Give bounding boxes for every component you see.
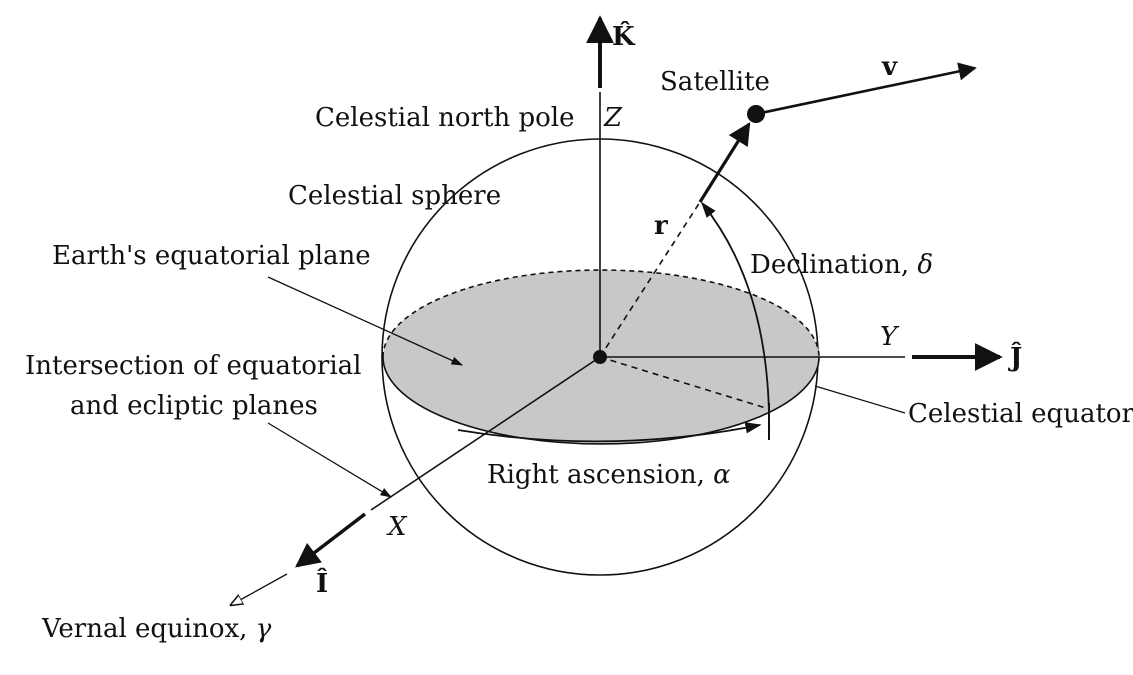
intersection-label-line2: and ecliptic planes xyxy=(70,391,318,421)
i-hat-label: Î xyxy=(316,567,328,599)
equatorial-plane-leader xyxy=(267,276,464,366)
right-ascension-label: Right ascension, α xyxy=(487,460,731,490)
vernal-equinox-label: Vernal equinox, γ xyxy=(41,614,272,644)
velocity-vector xyxy=(755,62,977,116)
intersection-label-line1: Intersection of equatorial xyxy=(25,351,361,381)
declination-label: Declination, δ xyxy=(750,250,933,280)
v-label: v xyxy=(881,52,898,82)
equatorial-plane-back-edge xyxy=(382,269,820,358)
celestial-sphere-label: Celestial sphere xyxy=(288,181,501,211)
k-hat-label: K̂ xyxy=(612,21,636,52)
r-vector xyxy=(698,122,751,203)
celestial-equator-label: Celestial equator xyxy=(908,399,1133,429)
right-ascension-arc xyxy=(457,422,762,443)
declination-arc xyxy=(700,201,770,439)
r-vector-inner xyxy=(599,201,701,358)
x-label: X xyxy=(386,512,408,542)
r-projection xyxy=(599,356,770,410)
celestial-north-pole-label: Celestial north pole xyxy=(315,103,574,133)
celestial-equator-leader xyxy=(814,385,906,414)
earth-equatorial-plane-label: Earth's equatorial plane xyxy=(52,241,371,271)
satellite-label: Satellite xyxy=(660,67,770,97)
r-label: r xyxy=(654,211,668,241)
vernal-equinox-arrow xyxy=(231,573,288,605)
celestial-equator-front-edge xyxy=(382,356,820,445)
j-hat-label: Ĵ xyxy=(1008,341,1022,373)
intersection-leader xyxy=(267,422,393,498)
y-label: Y xyxy=(880,322,900,352)
i-hat-vector xyxy=(295,512,367,568)
z-label: Z xyxy=(603,103,623,133)
